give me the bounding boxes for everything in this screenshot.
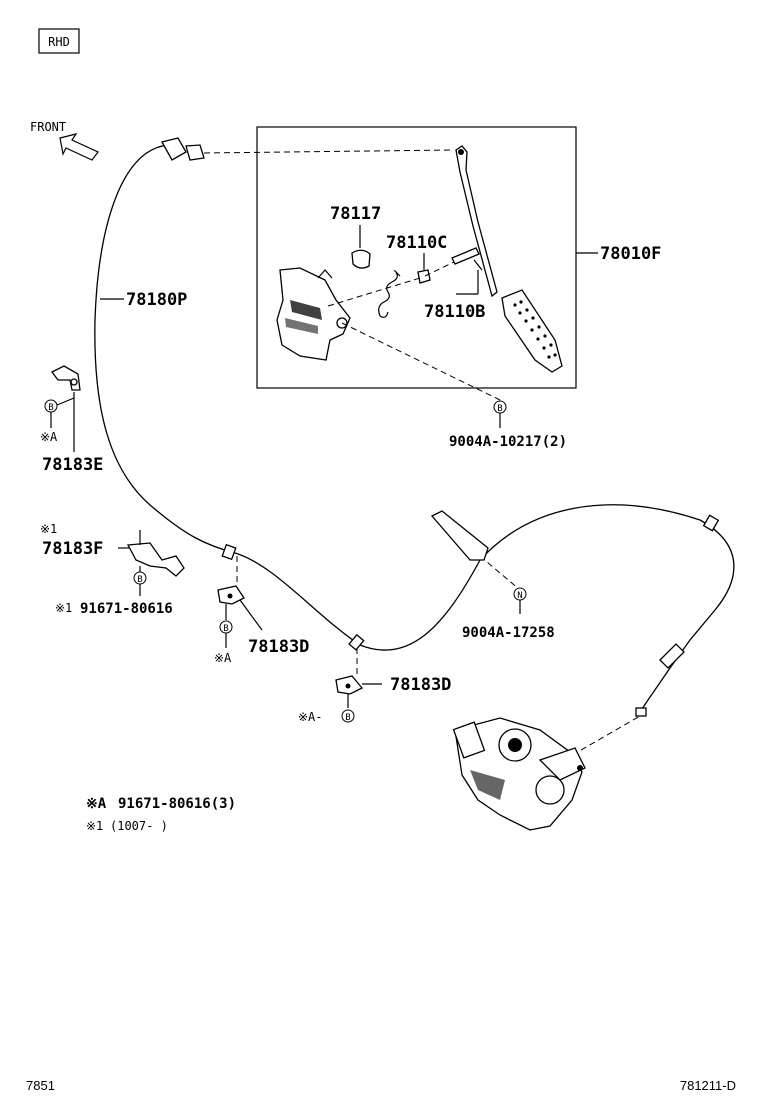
front-label: FRONT	[30, 120, 66, 134]
marker-b-clamp-d2: B	[341, 709, 355, 723]
dash-bracket-bushing	[327, 277, 421, 307]
dash-bracket-nut	[479, 555, 521, 591]
marker-a-clamp-d1: ※A	[214, 651, 232, 665]
cable-bracket-illustration	[430, 510, 489, 561]
marker-b-upper: B	[493, 400, 507, 428]
callout-clamp-e: 78183E	[42, 455, 103, 475]
svg-text:B: B	[223, 624, 228, 634]
marker-b-clamp-d1: B	[219, 620, 233, 648]
marker-b-clamp-f: B	[133, 571, 147, 585]
svg-text:B: B	[48, 403, 53, 413]
note-one-marker: ※1	[86, 819, 103, 833]
pedal-assy-frame	[256, 126, 577, 389]
marker-n: N	[513, 587, 527, 614]
spring-illustration	[378, 270, 401, 318]
note-a-part: 91671-80616(3)	[118, 796, 236, 812]
front-arrow-icon	[59, 133, 99, 161]
clamp-d2-illustration	[335, 648, 382, 708]
callout-clamp-d2: 78183D	[390, 675, 451, 695]
clamp-e-illustration	[51, 365, 81, 452]
svg-text:N: N	[517, 591, 522, 601]
callout-stopper: 78117	[330, 204, 381, 224]
marker-one-clamp-f: ※1	[40, 522, 57, 536]
front-direction-indicator: FRONT	[30, 120, 99, 161]
footer-right-code: 781211-D	[680, 1078, 736, 1093]
callout-bushing: 78110C	[386, 233, 447, 253]
dash-cable-to-pedal	[203, 149, 453, 154]
callout-clamp-f: 78183F	[42, 539, 103, 559]
svg-text:B: B	[137, 575, 142, 585]
callout-bolt-upper: 9004A-10217(2)	[449, 434, 567, 450]
clamp-d1-illustration	[217, 556, 263, 631]
accelerator-pedal-illustration	[455, 145, 563, 373]
marker-a-clamp-e: ※A	[40, 430, 58, 444]
dash-bushing-pin	[424, 261, 455, 277]
callout-cable: 78180P	[126, 290, 187, 310]
region-badge-text: RHD	[48, 35, 70, 49]
callout-clamp-d1: 78183D	[248, 637, 309, 657]
marker-a-dash-clamp-d2: ※A-	[298, 710, 323, 724]
stopper-illustration	[351, 225, 371, 269]
note-a-marker: ※A	[86, 796, 107, 812]
region-badge: RHD	[38, 28, 80, 54]
actuator-illustration	[452, 717, 586, 831]
dash-cable-to-actuator	[554, 715, 641, 766]
callout-nut-n: 9004A-17258	[462, 625, 555, 641]
bushing-illustration	[417, 253, 431, 284]
clamp-f-illustration	[126, 530, 185, 596]
svg-text:B: B	[497, 404, 502, 414]
callout-clip: 78110B	[424, 302, 485, 322]
pedal-bracket-illustration	[276, 267, 351, 361]
marker-b-clamp-e: B	[44, 399, 58, 428]
note-one-range: (1007- )	[110, 819, 168, 833]
pin-illustration	[451, 247, 483, 294]
marker-one-bolt-f: ※1	[55, 601, 72, 615]
callout-pedal-assy: 78010F	[600, 244, 661, 264]
footer-left-code: 7851	[26, 1078, 55, 1093]
svg-text:B: B	[345, 713, 350, 723]
callout-bolt-f: 91671-80616	[80, 601, 173, 617]
accelerator-cable-illustration	[94, 137, 735, 717]
